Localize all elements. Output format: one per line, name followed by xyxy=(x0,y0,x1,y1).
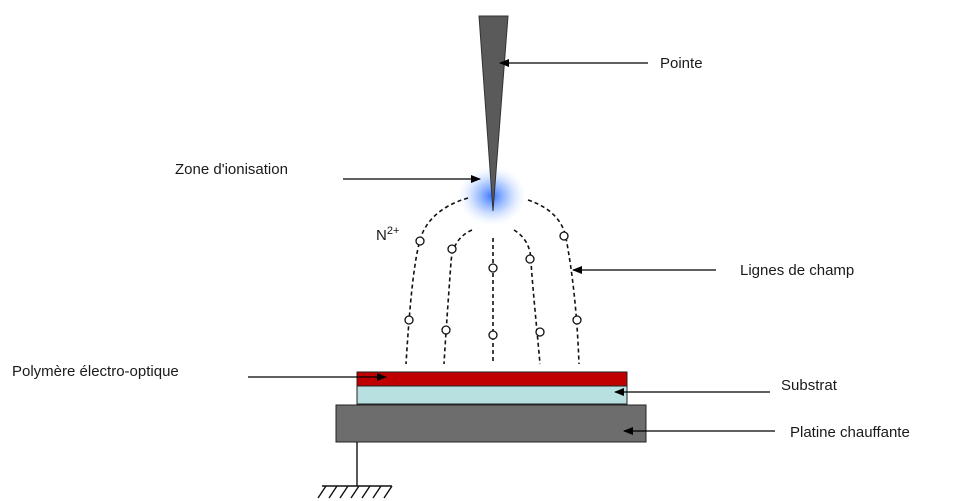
hot-plate xyxy=(335,404,647,443)
tip-label: Pointe xyxy=(660,55,703,72)
substrate-label: Substrat xyxy=(781,377,838,394)
ion-8 xyxy=(535,327,545,337)
substrate-layer xyxy=(356,385,628,405)
ion-5 xyxy=(488,263,498,273)
ion-symbol: N xyxy=(376,227,387,244)
polymer-label: Polymère électro-optique xyxy=(12,363,179,380)
ion-3 xyxy=(447,244,457,254)
field-lines xyxy=(405,197,580,365)
ion-10 xyxy=(572,315,582,325)
field-line-1 xyxy=(405,197,469,365)
ion-7 xyxy=(525,254,535,264)
callout-arrows xyxy=(248,59,775,435)
ions xyxy=(404,231,582,340)
field-lines-label: Lignes de champ xyxy=(740,262,854,279)
polymer-layer xyxy=(356,371,628,387)
ion-9 xyxy=(559,231,569,241)
ionization-zone-label: Zone d'ionisation xyxy=(175,161,288,178)
field-line-5 xyxy=(527,199,580,365)
ion-6 xyxy=(488,330,498,340)
ion-charge: 2+ xyxy=(387,225,400,237)
ion-4 xyxy=(441,325,451,335)
ion-1 xyxy=(415,236,425,246)
ion-label: N2+ xyxy=(376,225,399,244)
field-line-4 xyxy=(513,229,541,365)
ion-2 xyxy=(404,315,414,325)
field-line-2 xyxy=(443,229,473,365)
hot-plate-label: Platine chauffante xyxy=(790,424,910,441)
ground-symbol xyxy=(317,442,393,499)
